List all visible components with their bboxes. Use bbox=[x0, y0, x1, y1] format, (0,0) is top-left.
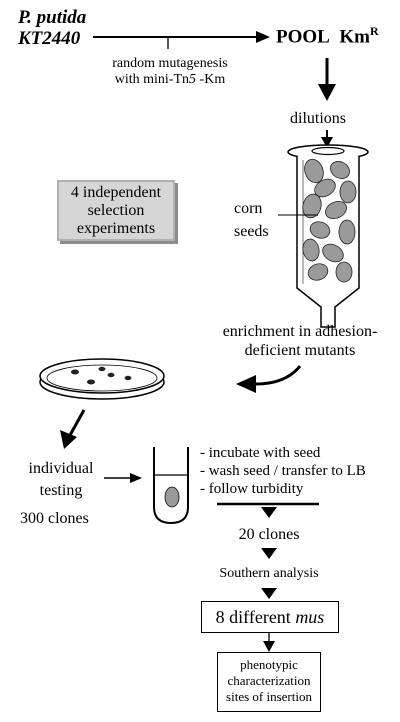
corn-seed-column bbox=[278, 144, 369, 328]
corn-seeds-label: corn seeds bbox=[234, 197, 269, 243]
experiments-box: 4 independent selection experiments bbox=[57, 180, 175, 241]
final-line1: phenotypic bbox=[240, 657, 298, 672]
strain-line1: P. putida bbox=[18, 7, 87, 28]
dilutions-to-column-arrow bbox=[321, 130, 333, 148]
pool-to-dilutions-arrow bbox=[318, 58, 336, 101]
step-turbidity: - follow turbidity bbox=[200, 481, 304, 497]
individual-testing-label: individual testing bbox=[16, 458, 106, 502]
pool-text: POOL bbox=[276, 26, 330, 48]
flow-connectors bbox=[217, 502, 319, 652]
enrichment-line2: deficient mutants bbox=[244, 342, 356, 359]
step-incubate: - incubate with seed bbox=[200, 445, 321, 461]
mus-prefix: 8 different bbox=[215, 607, 296, 627]
testing-to-tube-arrow bbox=[104, 473, 142, 483]
strain-line2: KT2440 bbox=[18, 28, 81, 49]
experiments-line1: 4 independent bbox=[70, 184, 162, 201]
characterization-box: phenotypic characterization sites of ins… bbox=[217, 652, 321, 712]
mus-text: 8 different mus bbox=[202, 602, 338, 632]
plate-to-testing-arrow bbox=[60, 409, 86, 449]
corn-line1: corn bbox=[234, 200, 263, 217]
enrichment-label: enrichment in adhesion- deficient mutant… bbox=[200, 322, 400, 360]
mutagenesis-label: random mutagenesis with mini-Tn5 -Km bbox=[100, 56, 240, 88]
clones-20-label: 20 clones bbox=[238, 526, 300, 543]
southern-analysis-label: Southern analysis bbox=[219, 566, 319, 581]
final-line2: characterization bbox=[227, 673, 311, 688]
individual-line1: individual bbox=[28, 460, 94, 477]
experiments-text: 4 independent selection experiments bbox=[59, 182, 173, 238]
testing-steps: - incubate with seed - wash seed / trans… bbox=[200, 444, 366, 498]
dilutions-label: dilutions bbox=[290, 110, 347, 127]
mus-italic: mus bbox=[295, 607, 325, 627]
individual-line2: testing bbox=[39, 482, 83, 499]
pool-label: POOL KmR bbox=[276, 24, 379, 48]
experiments-line3: experiments bbox=[76, 220, 156, 237]
mutagenesis-line2: with mini-Tn5 -Km bbox=[100, 72, 240, 88]
clones-300-label: 300 clones bbox=[20, 510, 89, 527]
pool-marker-superscript: R bbox=[369, 24, 379, 38]
enrichment-to-plate-arrow bbox=[236, 365, 302, 393]
test-tube bbox=[153, 447, 189, 525]
mutagenesis-line2-prefix: with mini-Tn bbox=[114, 72, 190, 87]
mutagenesis-arrow bbox=[93, 31, 270, 49]
step-wash: - wash seed / transfer to LB bbox=[200, 463, 366, 479]
mutagenesis-line2-suffix: -Km bbox=[196, 72, 226, 87]
mutagenesis-line1: random mutagenesis bbox=[112, 56, 228, 71]
petri-dish bbox=[39, 358, 165, 400]
final-line3: sites of insertion bbox=[226, 689, 312, 704]
pool-marker: Km bbox=[339, 26, 370, 48]
strain-name: P. putida KT2440 bbox=[18, 7, 86, 49]
corn-line2: seeds bbox=[234, 223, 269, 240]
enrichment-line1: enrichment in adhesion- bbox=[222, 323, 378, 340]
experiments-line2: selection bbox=[87, 202, 145, 219]
mus-box: 8 different mus bbox=[201, 601, 339, 633]
mutagenesis-line2-italic: 5 bbox=[189, 72, 197, 87]
characterization-text: phenotypic characterization sites of ins… bbox=[218, 653, 320, 705]
